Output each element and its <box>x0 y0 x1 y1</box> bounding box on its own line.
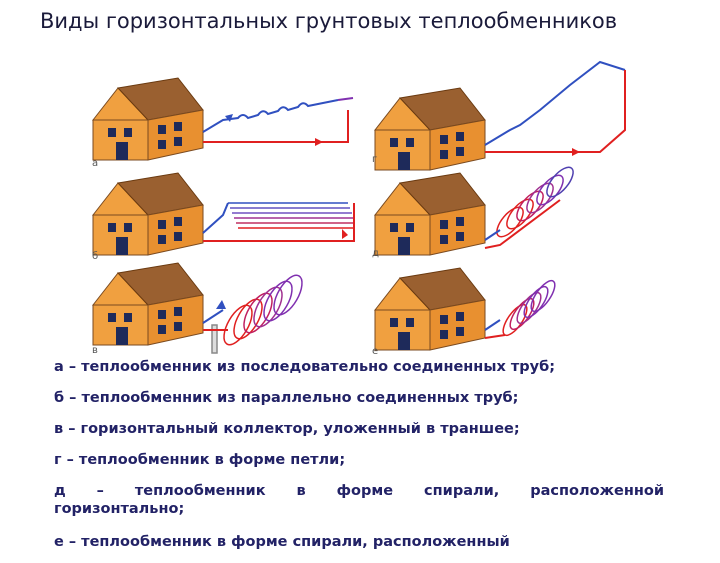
panel-label: в <box>92 345 98 356</box>
legend-item-e: е – теплообменник в форме спирали, распо… <box>54 534 510 550</box>
panel-e-drawing <box>373 267 556 351</box>
diagram-panel-b: б <box>88 155 358 265</box>
panel-label: г <box>372 154 378 165</box>
house <box>373 172 486 256</box>
panel-b-drawing <box>91 172 355 256</box>
legend-item-a: а – теплообменник из последовательно сое… <box>54 359 556 375</box>
diagram-panel-d: д <box>370 160 640 270</box>
pipe-parallel <box>202 202 355 242</box>
panel-d-drawing <box>373 166 574 256</box>
pipe-loop <box>484 60 626 156</box>
vertical-spiral <box>484 279 556 339</box>
house <box>91 172 204 256</box>
legend-item-v: в – горизонтальный коллектор, уложенный … <box>54 421 520 437</box>
diagram-panel-e: е <box>370 260 640 370</box>
panel-label: а <box>92 158 99 169</box>
panel-label: д <box>372 248 379 259</box>
house <box>91 262 204 346</box>
panel-a-drawing <box>91 77 354 161</box>
legend: а – теплообменник из последовательно сое… <box>54 357 664 563</box>
panel-v-drawing <box>91 262 303 354</box>
legend-item-d-cont: горизонтально; <box>54 501 185 517</box>
trench-collector <box>202 274 303 354</box>
panel-g-drawing <box>373 60 626 171</box>
house <box>373 87 486 171</box>
diagram-panel-a: а <box>88 70 358 180</box>
legend-item-d: д – теплообменник в форме спирали, распо… <box>54 483 664 499</box>
legend-item-g: г – теплообменник в форме петли; <box>54 452 346 468</box>
pipe-loop <box>202 97 354 146</box>
page-title: Виды горизонтальных грунтовых теплообмен… <box>40 9 618 33</box>
panel-label: е <box>372 346 379 357</box>
diagram-panel-v: в <box>88 255 358 365</box>
spiral-coil <box>484 166 574 249</box>
diagram-panel-g: г <box>370 50 640 171</box>
house <box>373 267 486 351</box>
legend-item-b: б – теплообменник из параллельно соедине… <box>54 390 519 406</box>
house <box>91 77 204 161</box>
panel-label: б <box>92 251 99 262</box>
